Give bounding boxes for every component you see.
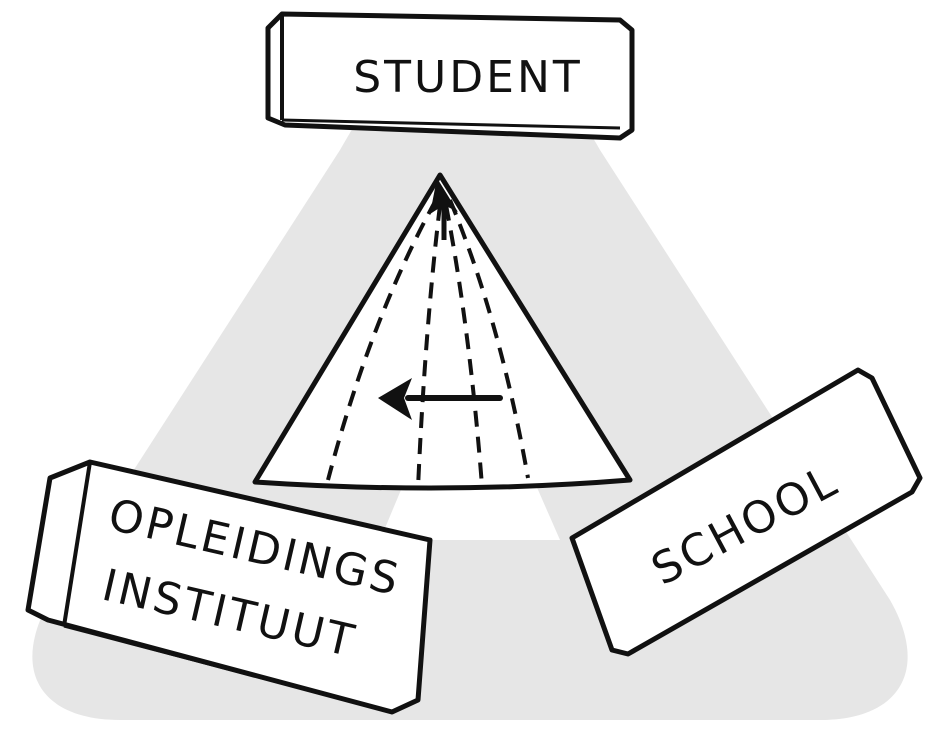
central-cone (252, 172, 633, 491)
left-arrow-icon (378, 378, 503, 420)
student-block: STUDENT (265, 11, 635, 141)
up-arrow-icon (430, 178, 458, 240)
label-student: STUDENT (353, 52, 582, 103)
opleidings-instituut-block: OPLEIDINGS INSTITUUT (25, 459, 433, 715)
school-block: SCHOOL (569, 367, 923, 657)
